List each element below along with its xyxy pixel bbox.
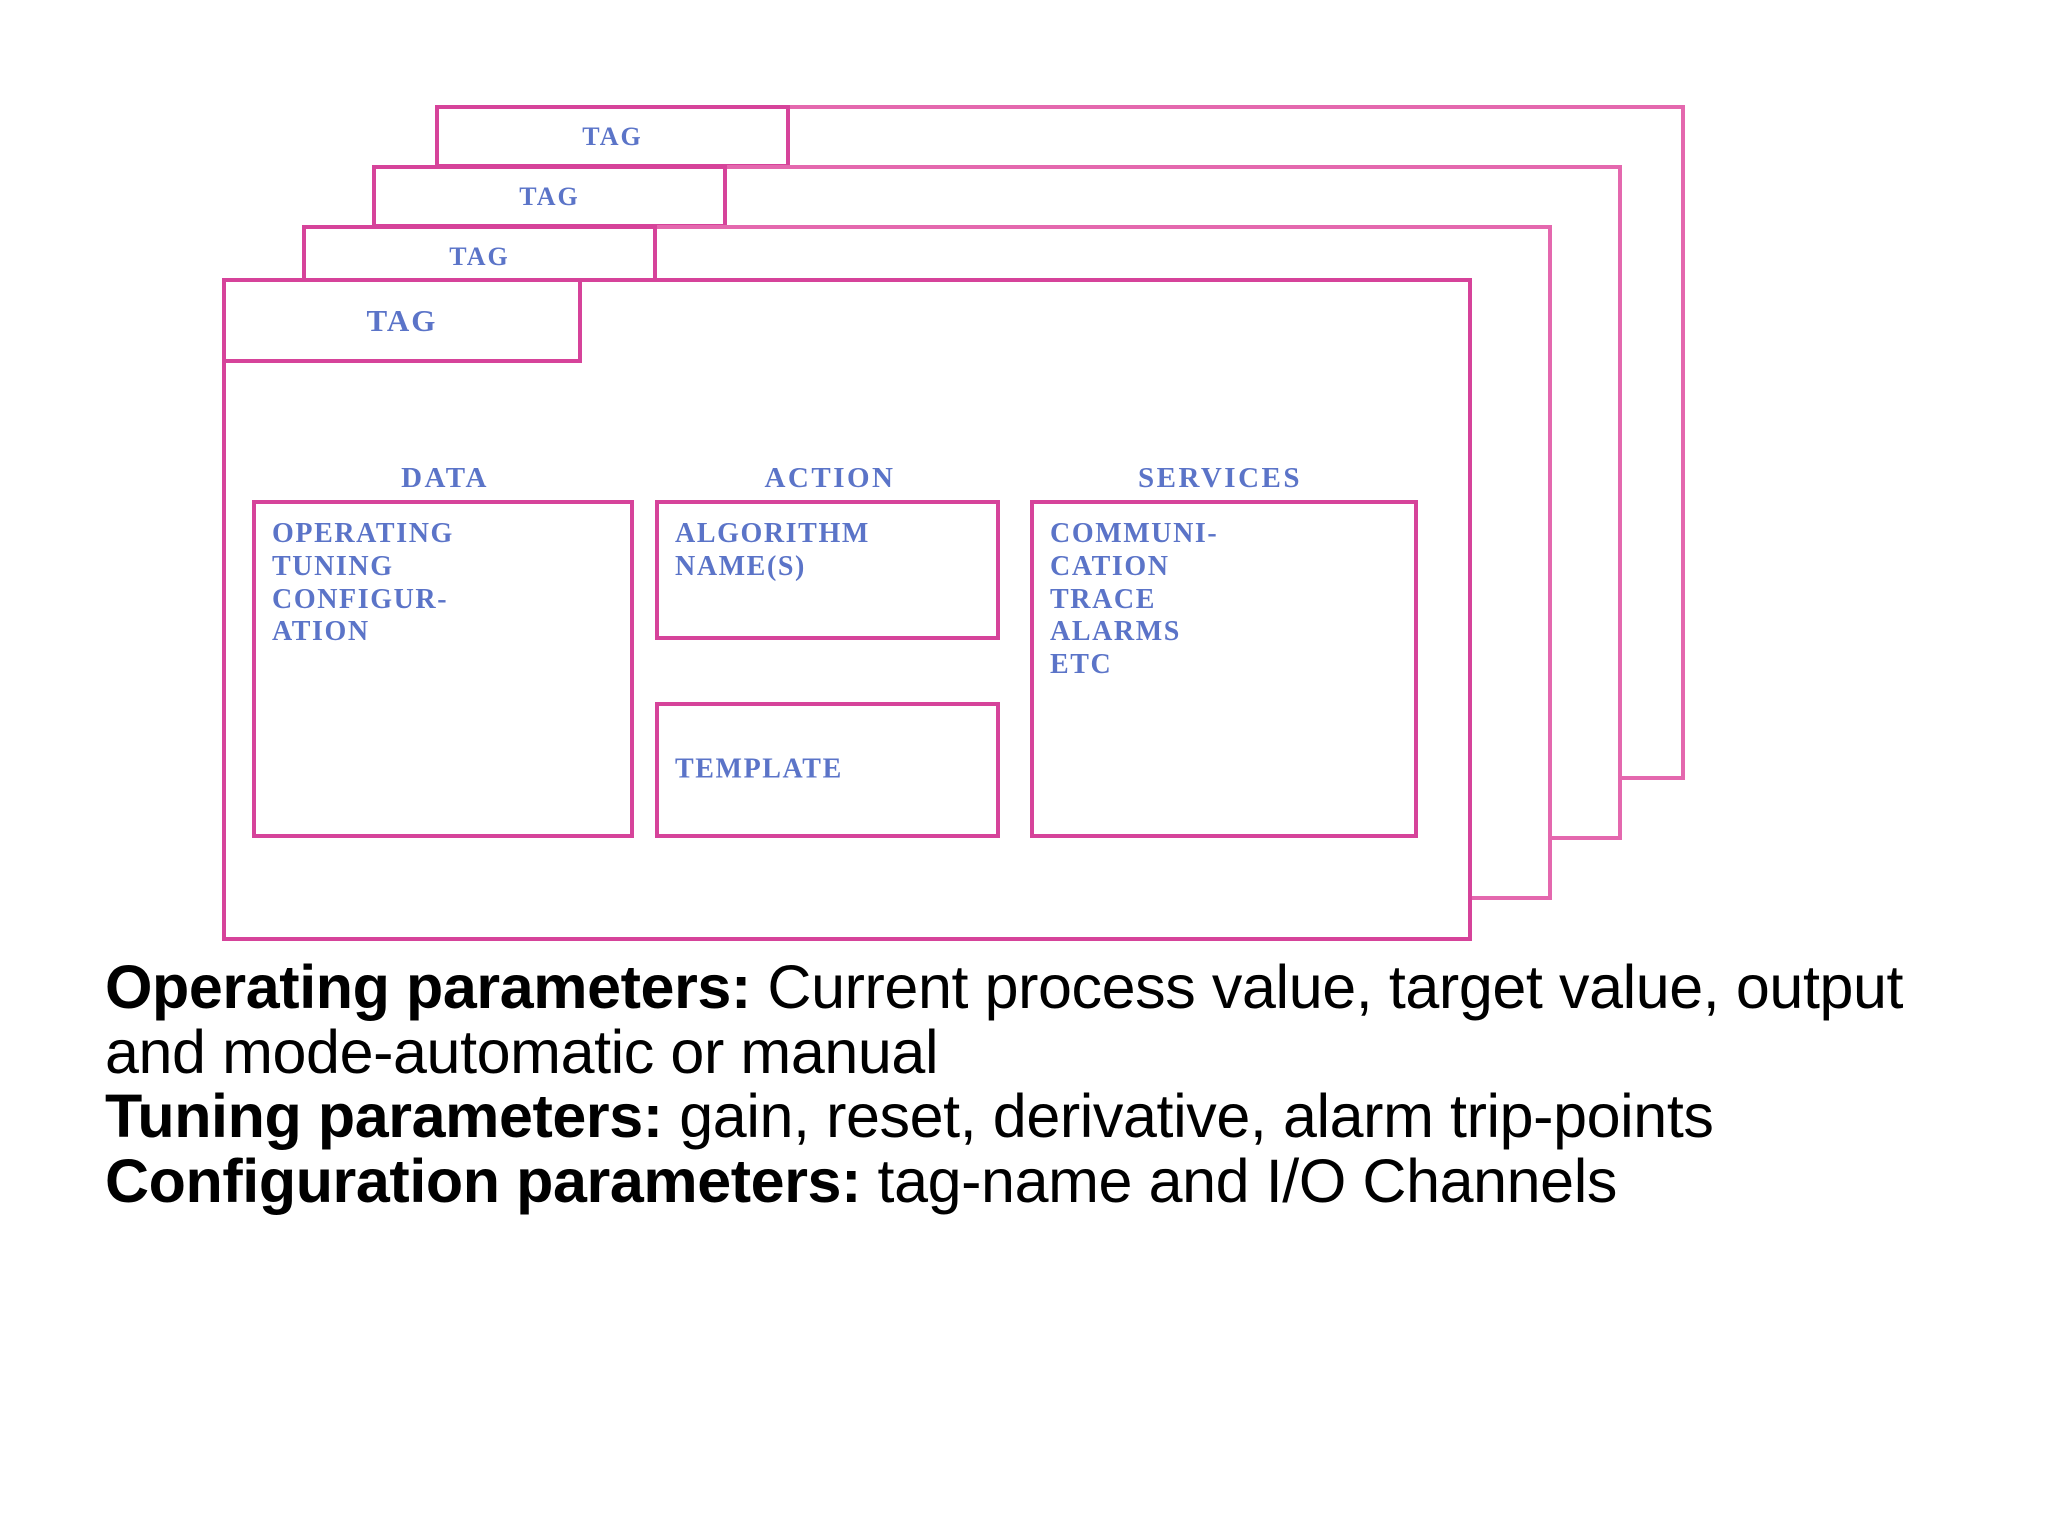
services-box[interactable]: COMMUNI- CATION TRACE ALARMS ETC [1030, 500, 1418, 838]
operating-parameters-label: Operating parameters: [105, 953, 751, 1021]
template-box-text: TEMPLATE [675, 753, 843, 785]
algorithm-box-text: ALGORITHM NAME(S) [675, 518, 870, 582]
tuning-parameters-label: Tuning parameters: [105, 1082, 663, 1151]
data-box-text: OPERATING TUNING CONFIGUR- ATION [272, 518, 454, 648]
tuning-parameters-text: gain, reset, derivative, alarm trip-poin… [662, 1082, 1714, 1151]
configuration-parameters-label: Configuration parameters: [105, 1146, 861, 1215]
tag-tab-1[interactable]: TAG [222, 278, 582, 363]
operating-parameters-text: Current process value, target value, out… [105, 953, 1904, 1086]
operating-parameters-paragraph: Operating parameters: Current process va… [105, 955, 2005, 1084]
tag-tab-4[interactable]: TAG [435, 105, 790, 168]
tag-tab-3[interactable]: TAG [372, 165, 727, 228]
tuning-parameters-paragraph: Tuning parameters: gain, reset, derivati… [105, 1084, 2005, 1149]
parameter-descriptions: Operating parameters: Current process va… [105, 955, 2005, 1214]
configuration-parameters-text: tag-name and I/O Channels [861, 1146, 1618, 1215]
services-box-text: COMMUNI- CATION TRACE ALARMS ETC [1050, 518, 1219, 680]
section-heading-action: ACTION [764, 462, 896, 494]
algorithm-box[interactable]: ALGORITHM NAME(S) [655, 500, 1000, 640]
configuration-parameters-paragraph: Configuration parameters: tag-name and I… [105, 1149, 2005, 1214]
tag-tab-label: TAG [366, 302, 438, 338]
tag-object-diagram: TAG TAG TAG TAG DATA ACTION SERVICES OPE… [222, 105, 1685, 941]
tag-tab-label: TAG [582, 121, 643, 151]
tag-tab-label: TAG [519, 181, 580, 211]
data-box[interactable]: OPERATING TUNING CONFIGUR- ATION [252, 500, 634, 838]
section-heading-services: SERVICES [1137, 462, 1303, 494]
template-box[interactable]: TEMPLATE [655, 702, 1000, 838]
tag-tab-label: TAG [449, 241, 510, 271]
tag-tab-2[interactable]: TAG [302, 225, 657, 288]
section-heading-data: DATA [401, 462, 489, 494]
